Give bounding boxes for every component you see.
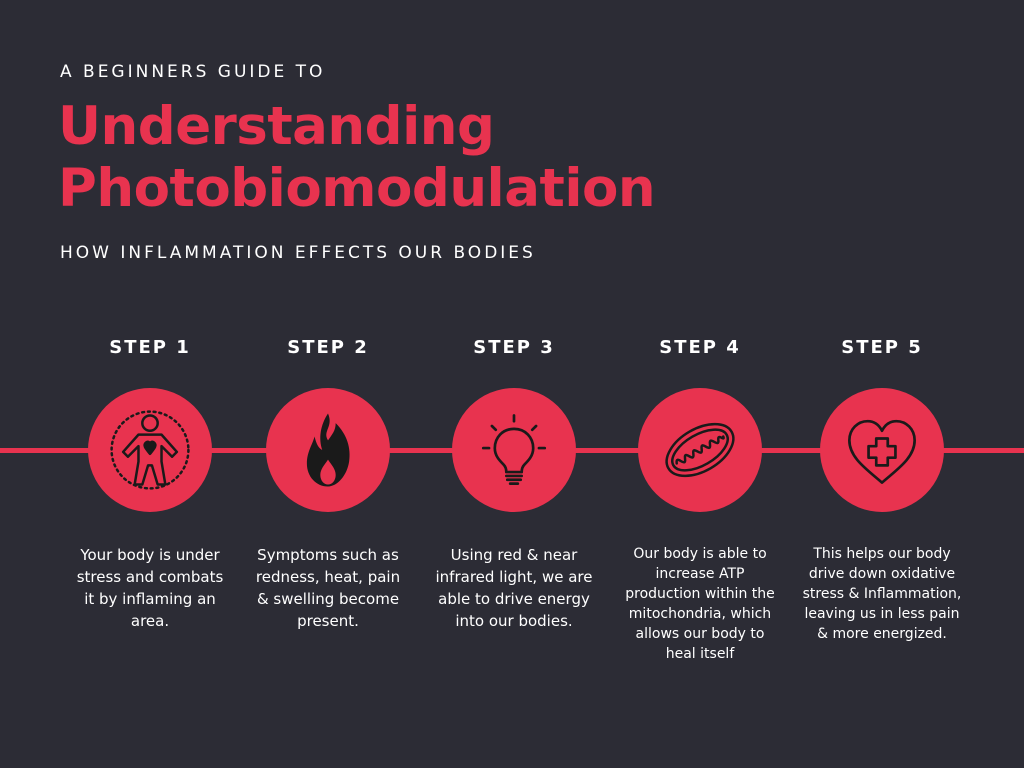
step-1-circle (88, 388, 212, 512)
mitochondria-icon (665, 422, 735, 478)
heart-cross-icon (848, 419, 916, 484)
step-4-label: STEP 4 (659, 337, 741, 358)
flame-icon (306, 413, 350, 487)
step-3-circle (452, 388, 576, 512)
step-1-description: Your body is under stress and combats it… (76, 546, 224, 630)
title-line-1: Understanding (58, 96, 495, 157)
step-5-label: STEP 5 (841, 337, 923, 358)
step-3-description: Using red & near infrared light, we are … (435, 546, 593, 630)
step-5-circle (820, 388, 944, 512)
step-3-label: STEP 3 (473, 337, 555, 358)
step-1-label: STEP 1 (109, 337, 191, 358)
step-5-description: This helps our body drive down oxidative… (802, 546, 962, 642)
step-2-description: Symptoms such as redness, heat, pain & s… (255, 546, 401, 630)
step-2-label: STEP 2 (287, 337, 369, 358)
step-4-circle (638, 388, 762, 512)
title-line-2: Photobiomodulation (58, 158, 656, 219)
kicker: A BEGINNERS GUIDE TO (60, 62, 326, 82)
step-4-description: Our body is able to increase ATP product… (625, 546, 775, 662)
page-title: Understanding Photobiomodulation (58, 96, 656, 220)
subtitle: HOW INFLAMMATION EFFECTS OUR BODIES (60, 243, 536, 263)
light-bulb-icon (481, 414, 547, 485)
human-body-heart-icon (110, 410, 190, 490)
step-2-circle (266, 388, 390, 512)
